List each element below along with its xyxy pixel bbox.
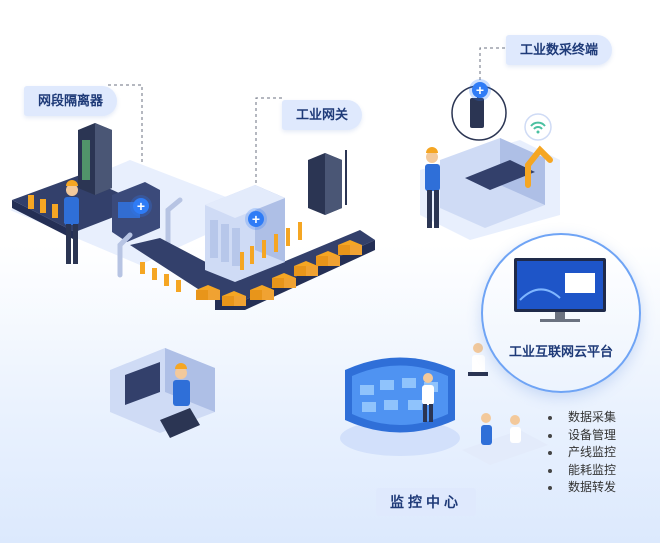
plus-icon[interactable]: + [472, 82, 488, 98]
robot-arm-right [525, 145, 553, 188]
industrial-gateway-device [308, 150, 347, 215]
boxes [196, 240, 362, 306]
robot-arm [117, 197, 183, 278]
feature-item: 产线监控 [548, 444, 616, 462]
control-cabinet [205, 185, 302, 282]
conveyor-center [130, 230, 375, 310]
feature-item: 设备管理 [548, 427, 616, 445]
feature-item: 数据采集 [548, 409, 616, 427]
feature-item: 能耗监控 [548, 462, 616, 480]
worker-right [425, 147, 440, 228]
workers-monitoring [462, 343, 548, 465]
worker-left [64, 180, 79, 264]
operator-desk [110, 348, 215, 438]
wifi-icon [524, 113, 552, 141]
plus-icon[interactable]: + [248, 211, 264, 227]
monitoring-center-label: 监控中心 [376, 488, 476, 516]
cloud-platform-panel: 工业互联网云平台 [481, 233, 641, 393]
data-terminal-label: 工业数采终端 [506, 35, 613, 65]
feature-list: 数据采集 设备管理 产线监控 能耗监控 数据转发 [548, 409, 616, 497]
industrial-gateway-label: 工业网关 [282, 100, 363, 130]
machine-right [440, 138, 545, 228]
cloud-platform-label: 工业互联网云平台 [508, 344, 613, 359]
network-isolator-label: 网段隔离器 [24, 86, 118, 116]
monitoring-center-ring [340, 357, 460, 456]
leader-lines [108, 47, 505, 210]
plus-icon[interactable]: + [133, 198, 149, 214]
network-isolator-device [78, 123, 112, 195]
feature-item: 数据转发 [548, 479, 616, 497]
